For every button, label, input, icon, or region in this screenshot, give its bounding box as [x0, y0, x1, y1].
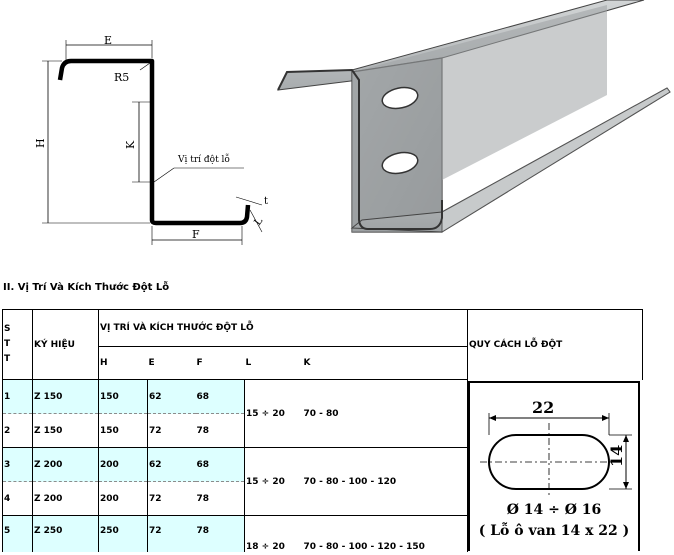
label-t: t [264, 196, 268, 207]
header-vi-tri: VỊ TRÍ VÀ KÍCH THƯỚC ĐỘT LỖ [98, 309, 468, 347]
table-row: 3 Z 200 200 62 68 15 ÷ 20 70 - 80 - 100 … [2, 447, 643, 516]
oval-hole-spec: 22 14 Ø 14 ÷ Ø 16 ( Lỗ ô van 14 x 22 ) [468, 381, 640, 551]
hole-diameter-label: Ø 14 ÷ Ø 16 [507, 502, 602, 518]
header-quy-cach: QUY CÁCH LỖ ĐỘT [467, 309, 643, 380]
z-purlin-illustration: E R5 H K Vị trí đột lỗ t L F [22, 0, 672, 248]
z-section-drawing [42, 40, 263, 245]
label-e: E [104, 34, 112, 47]
hole-note-label: ( Lỗ ô van 14 x 22 ) [479, 521, 630, 539]
group-k: 70 - 80 - 100 - 120 - 150 [302, 515, 468, 552]
group-l: 15 ÷ 20 [244, 379, 303, 448]
table-row: 5 Z 250 250 72 78 18 ÷ 20 70 - 80 - 100 … [2, 515, 643, 552]
table-row: 4 Z 200 200 72 78 [2, 481, 643, 516]
header-f: F [195, 346, 245, 380]
table-row: 2 Z 150 150 72 78 [2, 413, 643, 448]
group-k: 70 - 80 [302, 379, 468, 448]
group-k: 70 - 80 - 100 - 120 [302, 447, 468, 516]
label-r5: R5 [114, 71, 129, 84]
label-l: L [252, 216, 265, 228]
label-hole-position: Vị trí đột lỗ [177, 153, 230, 165]
header-l: L [244, 346, 303, 380]
oval-hole-drawing: 22 14 Ø 14 ÷ Ø 16 ( Lỗ ô van 14 x 22 ) [479, 398, 632, 539]
header-ky-hieu: KÝ HIỆU [32, 309, 99, 380]
label-f: F [192, 228, 200, 241]
group-l: 15 ÷ 20 [244, 447, 303, 516]
header-h: H [98, 346, 148, 380]
header-e: E [147, 346, 196, 380]
z-purlin-3d-render [277, 0, 671, 233]
header-k: K [302, 346, 468, 380]
group-l: 18 ÷ 20 [246, 541, 285, 552]
label-k: K [124, 140, 137, 149]
section-title: II. Vị Trí Và Kích Thước Đột Lỗ [3, 282, 170, 293]
hole-width-label: 22 [532, 398, 554, 417]
hole-height-label: 14 [607, 445, 626, 467]
label-h: H [34, 138, 47, 148]
